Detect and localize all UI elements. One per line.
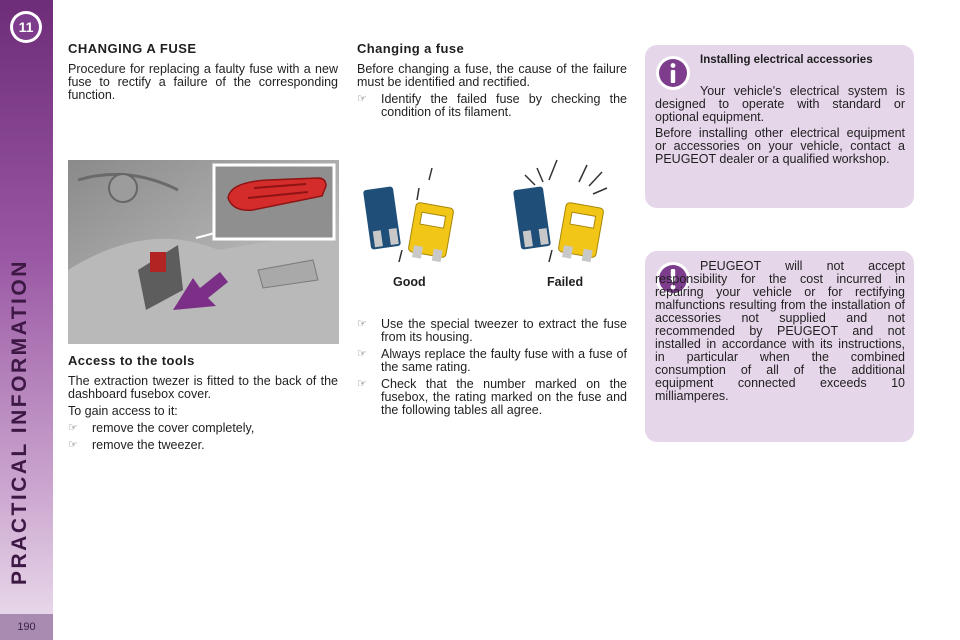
replace-steps: ☞Use the special tweezer to extract the …: [357, 314, 627, 417]
section-heading: Changing a fuse: [357, 41, 465, 56]
access-paragraph: The extraction twezer is fitted to the b…: [68, 374, 338, 401]
section-heading: CHANGING A FUSE: [68, 41, 197, 56]
label-good: Good: [393, 275, 426, 289]
info-box: Installing electrical accessories Your v…: [645, 45, 914, 208]
list-item: ☞Use the special tweezer to extract the …: [357, 317, 627, 344]
warning-paragraph: PEUGEOT will not accept responsibility f…: [655, 259, 905, 403]
intro-paragraph: Procedure for replacing a faulty fuse wi…: [68, 62, 338, 102]
list-item: ☞Always replace the faulty fuse with a f…: [357, 347, 627, 374]
info-title: Installing electrical accessories: [700, 54, 873, 66]
pointing-finger-icon: ☞: [357, 93, 367, 105]
good-fuses-icon: [363, 167, 454, 263]
chapter-badge: 11: [10, 11, 42, 43]
info-paragraph: Before installing other electrical equip…: [655, 126, 905, 166]
fuse-comparison-illustration: [363, 159, 608, 263]
intro-paragraph: Before changing a fuse, the cause of the…: [357, 62, 627, 89]
list-item: ☞Identify the failed fuse by checking th…: [357, 92, 627, 119]
pointing-finger-icon: ☞: [68, 439, 78, 451]
pointing-finger-icon: ☞: [357, 378, 367, 390]
info-paragraph: Your vehicle's electrical system is desi…: [655, 84, 905, 124]
exclamation-icon: [656, 262, 690, 296]
list-item: ☞remove the tweezer.: [68, 438, 205, 452]
pointing-finger-icon: ☞: [68, 422, 78, 434]
section-title: PRACTICAL INFORMATION: [8, 259, 31, 585]
access-section: Access to the tools The extraction tweze…: [68, 354, 338, 452]
warning-box: PEUGEOT will not accept responsibility f…: [645, 251, 914, 442]
pointing-finger-icon: ☞: [357, 318, 367, 330]
replace-steps-list: ☞Use the special tweezer to extract the …: [357, 318, 627, 417]
chapter-sidebar: 11 PRACTICAL INFORMATION 190: [0, 0, 53, 640]
label-failed: Failed: [547, 275, 584, 289]
failed-fuses-icon: [513, 159, 608, 263]
info-icon: [656, 56, 690, 90]
pointing-finger-icon: ☞: [357, 348, 367, 360]
list-item: ☞Check that the number marked on the fus…: [357, 377, 627, 417]
check-steps-list: ☞Identify the failed fuse by checking th…: [357, 93, 627, 119]
list-item: ☞remove the cover completely,: [68, 421, 255, 435]
column-changing-fuse: Changing a fuse Before changing a fuse, …: [357, 42, 627, 119]
page-number: 190: [0, 614, 53, 640]
dashboard-fusebox-illustration: [68, 160, 339, 344]
chapter-number: 11: [13, 14, 39, 40]
column-changing-a-fuse: CHANGING A FUSE Procedure for replacing …: [68, 42, 338, 102]
access-heading: Access to the tools: [68, 353, 195, 368]
access-steps-list: ☞remove the cover completely, ☞remove th…: [68, 422, 338, 452]
access-lead: To gain access to it:: [68, 404, 178, 418]
